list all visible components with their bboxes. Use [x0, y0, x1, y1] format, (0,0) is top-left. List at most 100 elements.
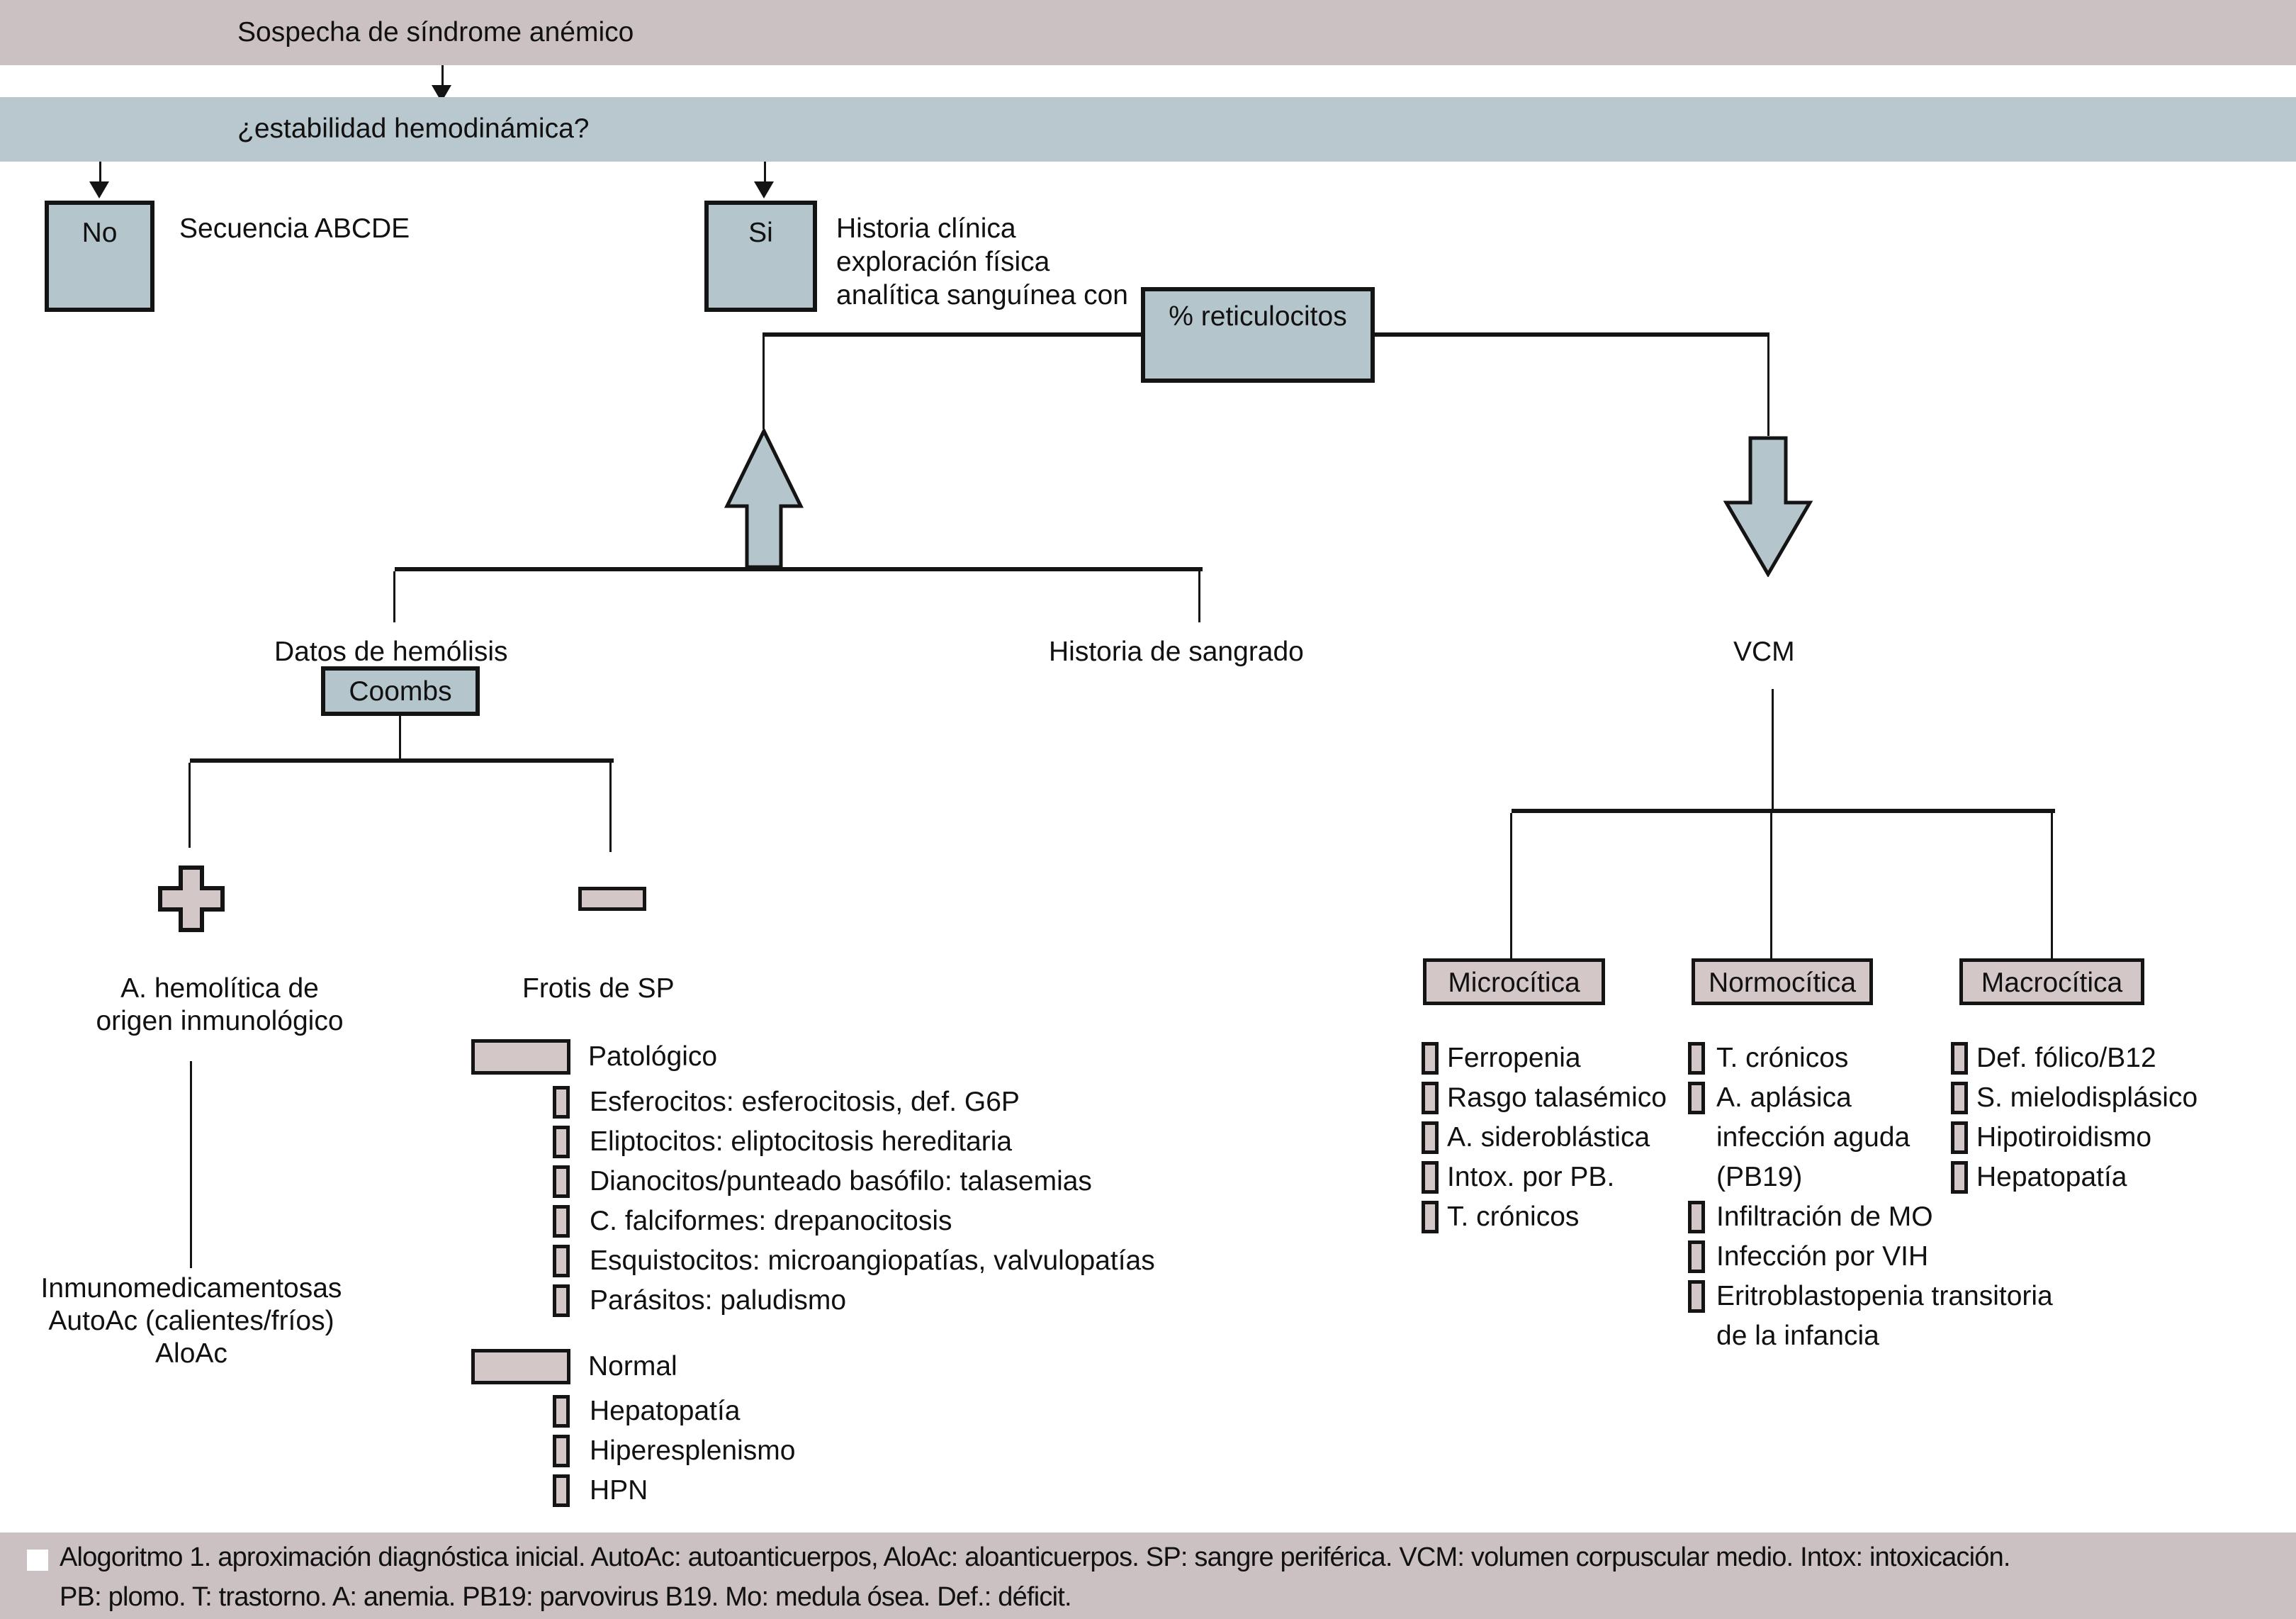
- list-bullet-icon: [553, 1086, 570, 1119]
- positive-diagnosis-line: origen inmunológico: [96, 1006, 344, 1036]
- normocytic-item: Infección por VIH: [1716, 1241, 1929, 1272]
- pathological-item: Parásitos: paludismo: [590, 1285, 847, 1316]
- microcytic-box: Microcítica: [1423, 958, 1605, 1005]
- macrocytic-item: Hipotiroidismo: [1976, 1122, 2152, 1153]
- caption-line: PB: plomo. T: trastorno. A: anemia. PB19…: [60, 1582, 1072, 1612]
- microcytic-item: T. crónicos: [1447, 1201, 1580, 1232]
- microcytic-header: Microcítica: [1448, 968, 1580, 998]
- list-bullet-icon: [1951, 1042, 1968, 1075]
- caption-line: Alogoritmo 1. aproximación diagnóstica i…: [60, 1542, 2010, 1572]
- list-bullet-icon: [1688, 1201, 1705, 1233]
- no-box: No: [45, 201, 154, 312]
- positive-subtype: AloAc: [155, 1338, 227, 1369]
- connector-line: [1375, 332, 1769, 337]
- caption-marker-icon: [27, 1550, 48, 1571]
- reticulocytes-down-arrow-icon: [1723, 436, 1813, 577]
- suspicion-band: [0, 0, 2296, 65]
- suspicion-title: Sospecha de síndrome anémico: [237, 17, 634, 47]
- normocytic-item-continuation: (PB19): [1716, 1162, 1803, 1192]
- connector-line: [190, 1061, 192, 1268]
- list-bullet-icon: [1422, 1042, 1439, 1075]
- connector-line: [1510, 813, 1512, 958]
- normal-item: HPN: [590, 1475, 648, 1506]
- pathological-item: Esferocitos: esferocitosis, def. G6P: [590, 1087, 1020, 1117]
- pathological-item: Dianocitos/punteado basófilo: talasemias: [590, 1166, 1092, 1197]
- microcytic-item: A. sideroblástica: [1447, 1122, 1650, 1153]
- list-bullet-icon: [553, 1245, 570, 1277]
- list-bullet-icon: [553, 1474, 570, 1507]
- list-bullet-icon: [1688, 1042, 1705, 1075]
- pathological-header: Patológico: [588, 1041, 718, 1072]
- normal-item: Hepatopatía: [590, 1396, 741, 1426]
- normocytic-box: Normocítica: [1692, 958, 1873, 1005]
- connector-line: [1198, 571, 1200, 622]
- macrocytic-box: Macrocítica: [1959, 958, 2144, 1005]
- connector-line: [1512, 809, 2055, 813]
- macrocytic-item: Hepatopatía: [1976, 1162, 2127, 1192]
- arrow-down-icon: [754, 181, 774, 198]
- list-bullet-icon: [1422, 1161, 1439, 1194]
- stability-question: ¿estabilidad hemodinámica?: [237, 113, 590, 144]
- connector-line: [393, 571, 395, 622]
- vcm-label: VCM: [1733, 637, 1795, 667]
- list-bullet-icon: [553, 1205, 570, 1238]
- stability-band: [0, 97, 2296, 162]
- pathological-item: Esquistocitos: microangiopatías, valvulo…: [590, 1245, 1155, 1276]
- normocytic-item: Infiltración de MO: [1716, 1201, 1933, 1232]
- list-bullet-icon: [1422, 1082, 1439, 1114]
- connector-line: [609, 763, 612, 852]
- yes-label: Si: [748, 218, 773, 248]
- normocytic-item: T. crónicos: [1716, 1043, 1849, 1073]
- connector-line: [395, 567, 1203, 571]
- coombs-negative-icon: [578, 887, 646, 911]
- positive-diagnosis-line: A. hemolítica de: [120, 973, 319, 1004]
- normal-swatch: [471, 1349, 570, 1384]
- coombs-box: Coombs: [321, 666, 480, 716]
- connector-line: [762, 332, 1141, 337]
- figure-caption-bar: [0, 1533, 2296, 1619]
- reticulocytes-label: % reticulocitos: [1169, 301, 1347, 332]
- bleeding-label: Historia de sangrado: [1049, 637, 1304, 667]
- list-bullet-icon: [1951, 1161, 1968, 1194]
- list-bullet-icon: [1688, 1082, 1705, 1114]
- yes-action-line: analítica sanguínea con: [836, 280, 1128, 310]
- yes-box: Si: [704, 201, 817, 312]
- yes-action-line: Historia clínica: [836, 213, 1016, 244]
- arrow-down-icon: [89, 181, 109, 198]
- macrocytic-item: Def. fólico/B12: [1976, 1043, 2156, 1073]
- list-bullet-icon: [553, 1395, 570, 1428]
- reticulocytes-box: % reticulocitos: [1141, 287, 1375, 383]
- pathological-swatch: [471, 1039, 570, 1075]
- list-bullet-icon: [1422, 1201, 1439, 1233]
- list-bullet-icon: [1951, 1121, 1968, 1154]
- list-bullet-icon: [1688, 1280, 1705, 1313]
- list-bullet-icon: [553, 1435, 570, 1467]
- list-bullet-icon: [553, 1284, 570, 1317]
- macrocytic-header: Macrocítica: [1981, 968, 2123, 998]
- list-bullet-icon: [1951, 1082, 1968, 1114]
- connector-line: [1772, 689, 1774, 810]
- normocytic-item: Eritroblastopenia transitoria: [1716, 1281, 2053, 1311]
- coombs-label: Coombs: [349, 676, 452, 707]
- list-bullet-icon: [553, 1165, 570, 1198]
- connector-line: [441, 65, 444, 88]
- normal-item: Hiperesplenismo: [590, 1435, 796, 1466]
- connector-line: [188, 763, 191, 848]
- microcytic-item: Rasgo talasémico: [1447, 1082, 1667, 1113]
- connector-line: [99, 162, 101, 184]
- connector-line: [764, 162, 766, 184]
- normocytic-item: A. aplásica: [1716, 1082, 1852, 1113]
- list-bullet-icon: [1422, 1121, 1439, 1154]
- list-bullet-icon: [1688, 1240, 1705, 1273]
- connector-line: [1770, 813, 1772, 958]
- normocytic-item-continuation: de la infancia: [1716, 1321, 1879, 1351]
- hemolysis-label: Datos de hemólisis: [274, 637, 508, 667]
- pathological-item: Eliptocitos: eliptocitosis hereditaria: [590, 1126, 1013, 1157]
- macrocytic-item: S. mielodisplásico: [1976, 1082, 2198, 1113]
- smear-label: Frotis de SP: [522, 973, 675, 1004]
- coombs-positive-icon: [158, 865, 225, 932]
- list-bullet-icon: [553, 1126, 570, 1158]
- reticulocytes-up-arrow-icon: [724, 428, 804, 569]
- normocytic-item-continuation: infección aguda: [1716, 1122, 1910, 1153]
